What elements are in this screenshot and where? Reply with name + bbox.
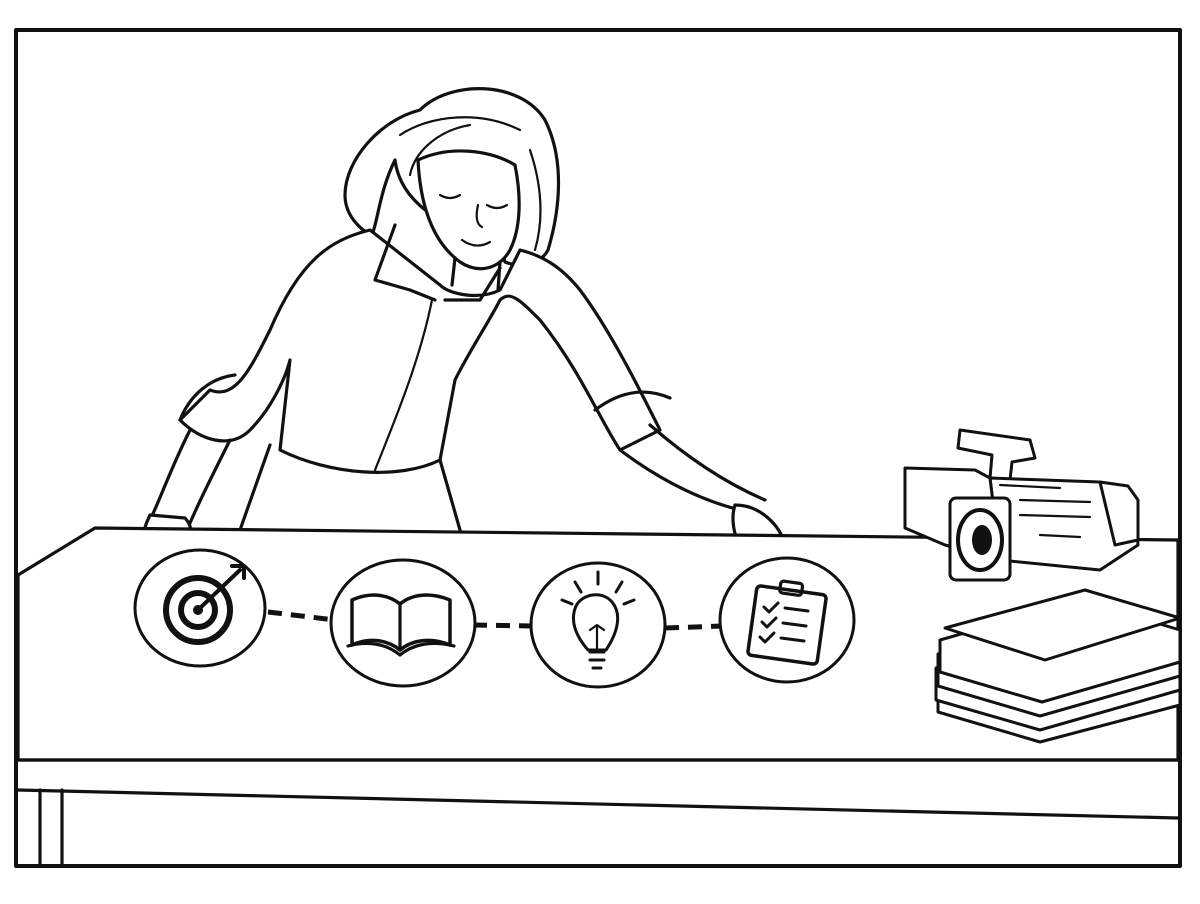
camera-lens — [956, 508, 1004, 572]
left-cuff — [178, 373, 237, 422]
frame-border — [14, 28, 1182, 868]
top-sheet — [943, 588, 1182, 662]
process-flow — [133, 548, 856, 689]
video-camera — [903, 428, 1140, 582]
target-icon — [133, 548, 267, 668]
collar — [373, 223, 502, 302]
eyes — [438, 193, 509, 210]
connector-1 — [267, 609, 336, 623]
table-leg — [38, 788, 64, 866]
camera-lens-inner — [972, 525, 992, 555]
connector-2 — [472, 622, 536, 629]
person — [140, 87, 787, 577]
table-edge — [16, 758, 1180, 820]
clipboard-checklist-icon — [718, 556, 856, 684]
mouth — [460, 238, 492, 247]
camera-viewfinder — [1098, 480, 1140, 547]
right-arm — [618, 423, 767, 512]
hair-strands — [398, 116, 542, 252]
connector-3 — [664, 623, 723, 631]
camera-details — [998, 483, 1092, 539]
right-cuff — [593, 390, 672, 412]
shirt-placket — [373, 298, 434, 472]
skirt — [238, 443, 462, 532]
lightbulb-icon — [529, 561, 667, 689]
face — [416, 149, 521, 271]
paper-stack — [934, 588, 1182, 744]
nose — [475, 203, 484, 229]
book-icon — [329, 558, 477, 688]
